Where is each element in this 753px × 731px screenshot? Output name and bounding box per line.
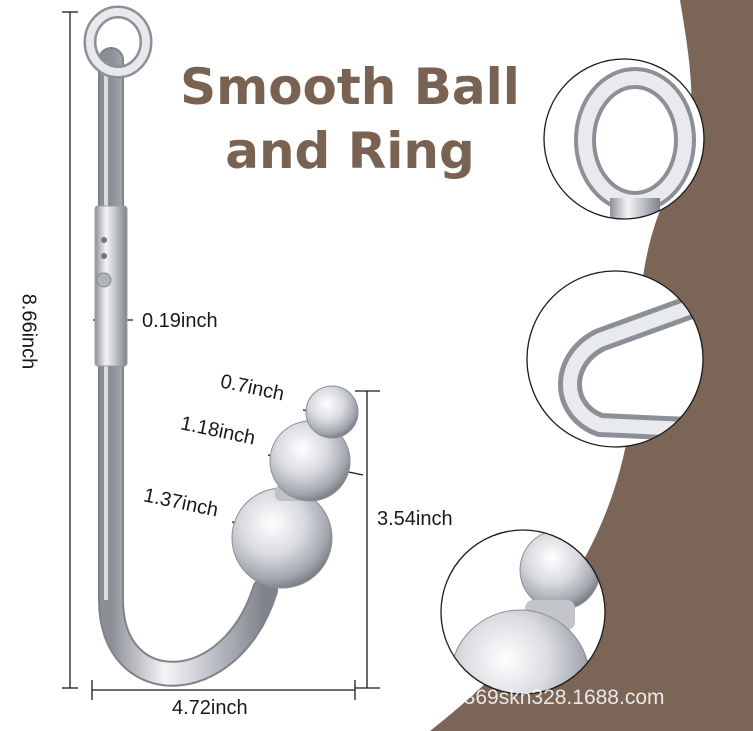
width-dimension-label: 4.72inch	[172, 697, 248, 719]
ball-stack	[231, 385, 359, 589]
headline-line-1: Smooth Ball	[180, 58, 520, 116]
detail-view-ring	[543, 58, 705, 220]
height-dimension-label: 8.66inch	[17, 293, 40, 370]
ball-section-height-label: 3.54inch	[377, 508, 453, 530]
watermark-text: 1369skn328.1688.com	[452, 686, 665, 709]
brown-background-panel	[430, 0, 753, 731]
rod-diameter-label: 0.19inch	[142, 310, 218, 332]
headline-line-2: and Ring	[225, 122, 475, 180]
rod-collar	[94, 205, 128, 367]
hook	[83, 5, 278, 687]
detail-view-bend	[526, 270, 704, 448]
